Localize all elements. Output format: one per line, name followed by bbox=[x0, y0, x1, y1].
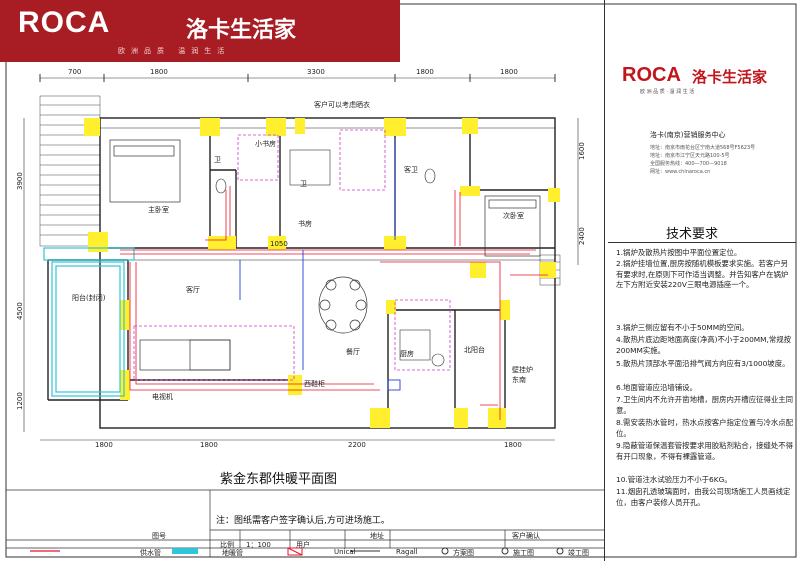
top-dimension-line: 700 1800 3300 1800 1800 bbox=[39, 68, 556, 82]
top-dim-5: 1800 bbox=[500, 68, 518, 76]
sofa bbox=[139, 339, 231, 371]
room-bedroom2: 次卧室 bbox=[503, 211, 524, 220]
tech-item: 3.锅炉三侧应留有不小于50MM的空间。 bbox=[616, 323, 749, 332]
tech-item: 7.卫生间内不允许开凿地槽，厨房内开槽应征得业主同意。 bbox=[616, 395, 794, 415]
room-dining: 餐厅 bbox=[346, 347, 360, 356]
field-user: 用户 bbox=[296, 541, 310, 549]
bottom-dim-mid: 1800 bbox=[200, 441, 218, 449]
note-1050: 1050 bbox=[270, 240, 288, 248]
note-shoe: 西鞋柜 bbox=[304, 379, 325, 388]
right-dim-1: 1600 bbox=[578, 142, 586, 160]
room-master: 主卧室 bbox=[148, 205, 169, 214]
tech-item: 1.锅炉及散热片按图中平面位置定位。 bbox=[616, 248, 742, 257]
drawing-frame bbox=[5, 3, 797, 558]
tech-item: 5.散热片顶部水平面沿排气阀方向应有3/1000坡度。 bbox=[616, 359, 790, 368]
room-balcony: 阳台(封闭) bbox=[72, 293, 106, 302]
tech-item: 11.烟囱孔透玻璃面时，由我公司现场施工人员画线定位，由客户装修人员开孔。 bbox=[616, 487, 791, 507]
bottom-dim-2: 2200 bbox=[348, 441, 366, 449]
tech-item: 6.地面管道应沿墙铺设。 bbox=[616, 383, 697, 392]
banner-slogan: 欧洲品质 温润生活 bbox=[118, 47, 231, 55]
top-dim-1: 700 bbox=[68, 68, 81, 76]
legend-unical-symbol bbox=[287, 547, 303, 556]
left-dim-3: 1200 bbox=[16, 392, 24, 410]
field-customer-confirm: 客户确认 bbox=[512, 532, 540, 540]
note-tv: 电视机 bbox=[152, 392, 173, 401]
bottom-dim-1: 1800 bbox=[95, 441, 113, 449]
brand-slogan: 欧 洲 品 质 · 温 润 生 活 bbox=[640, 89, 695, 95]
tech-item: 8.需安装热水管时，热水点按客户指定位置与冷水点配位。 bbox=[616, 418, 794, 438]
legend-unical: Unical bbox=[334, 548, 356, 556]
legend-floor-heat: 地暖管 bbox=[222, 549, 243, 557]
service-line: 全国服务热线：400—700—9018 bbox=[650, 161, 727, 167]
room-north-balcony: 北阳台 bbox=[464, 345, 485, 354]
info-panel bbox=[604, 0, 800, 561]
tech-item: 4.散热片底边距地面高度(净高)不小于200MM,常规按200MM实施。 bbox=[616, 335, 792, 355]
field-scale: 比例 bbox=[220, 541, 234, 549]
field-scale-value: 1：100 bbox=[246, 541, 271, 549]
legend-supply: 供水管 bbox=[140, 549, 161, 557]
banner-logo-cn: 洛卡生活家 bbox=[186, 18, 297, 43]
service-center-title: 洛卡(南京)营销服务中心 bbox=[650, 131, 726, 139]
room-wc1: 卫 bbox=[214, 156, 221, 164]
bedroom2-bed bbox=[484, 195, 541, 257]
room-study-main: 书房 bbox=[298, 219, 312, 228]
brand-logo: ROCA bbox=[622, 64, 681, 86]
right-dimension-line: 1600 2400 bbox=[577, 118, 586, 265]
dining-table bbox=[318, 276, 368, 334]
room-living: 客厅 bbox=[186, 285, 200, 294]
top-dim-4: 1800 bbox=[416, 68, 434, 76]
legend-construction: 施工图 bbox=[513, 549, 534, 557]
bottom-dimension-line: 1800 2200 1800 1800 bbox=[40, 439, 555, 449]
room-wc2: 卫 bbox=[300, 180, 307, 188]
yellow-wall-blocks bbox=[84, 118, 560, 428]
roca-banner bbox=[0, 0, 400, 62]
note-east: 东南 bbox=[512, 375, 526, 384]
heat-pipe-loops bbox=[43, 247, 135, 397]
tech-item: 9.隐蔽管道保温套管按要求用胶粘剂粘合，接缝处不得有开口现象，不得有裸露管道。 bbox=[616, 441, 794, 461]
left-dim-1: 3900 bbox=[16, 172, 24, 190]
tech-requirements-title: 技术要求 bbox=[666, 227, 719, 242]
field-address: 地址 bbox=[370, 532, 384, 540]
service-line: 地址：南京市江宁区天元路100-5号 bbox=[650, 153, 730, 159]
tech-divider bbox=[608, 242, 796, 243]
field-drawing-no: 图号 bbox=[152, 532, 166, 540]
top-dim-3: 3300 bbox=[307, 68, 325, 76]
tech-item: 10.管道注水试验压力不小于6KG。 bbox=[616, 475, 732, 484]
legend-ragall: Ragall bbox=[396, 548, 418, 556]
left-dimension-line: 3900 4500 1200 bbox=[16, 118, 25, 432]
brand-logo-cn: 洛卡生活家 bbox=[692, 68, 768, 86]
legend-scheme-circle bbox=[441, 547, 449, 555]
service-line: 地址：南京市雨花台区宁南大道568号F5623号 bbox=[650, 145, 756, 151]
left-dim-2: 4500 bbox=[16, 302, 24, 320]
master-bed bbox=[109, 139, 181, 203]
banner-logo: ROCA bbox=[18, 6, 111, 39]
plan-title: 紫金东郡供暖平面图 bbox=[220, 472, 338, 487]
service-line: 网址：www.chinaroca.cn bbox=[650, 169, 711, 175]
room-study: 小书房 bbox=[255, 139, 276, 148]
bottom-dim-3: 1800 bbox=[504, 441, 522, 449]
legend-symbols bbox=[30, 547, 564, 556]
note-wardrobe: 客户可以考虑晒衣 bbox=[314, 100, 370, 109]
legend-heat-swatch bbox=[172, 548, 198, 554]
violet-outlines bbox=[133, 129, 451, 381]
room-guest-wc: 客卫 bbox=[404, 165, 418, 174]
blue-lines bbox=[239, 138, 401, 391]
legend-scheme: 方案图 bbox=[453, 549, 474, 557]
right-dim-2: 2400 bbox=[578, 227, 586, 245]
toilets bbox=[215, 149, 445, 367]
room-kitchen: 厨房 bbox=[400, 349, 414, 358]
legend-unical-cross bbox=[287, 547, 303, 556]
legend-completion: 竣工图 bbox=[568, 549, 589, 557]
top-dim-2: 1800 bbox=[150, 68, 168, 76]
supply-pipes bbox=[120, 186, 548, 420]
plan-note: 注：图纸需客户签字确认后,方可进场施工。 bbox=[216, 516, 390, 526]
legend-completion-circle bbox=[556, 547, 564, 555]
legend-construction-circle bbox=[501, 547, 509, 555]
tech-item: 2.锅炉挂墙位置,厨房按随机模板要求实施。若客户另有要求时,在原则下可作适当调整… bbox=[616, 259, 789, 290]
note-boiler: 壁挂炉 bbox=[512, 365, 533, 374]
